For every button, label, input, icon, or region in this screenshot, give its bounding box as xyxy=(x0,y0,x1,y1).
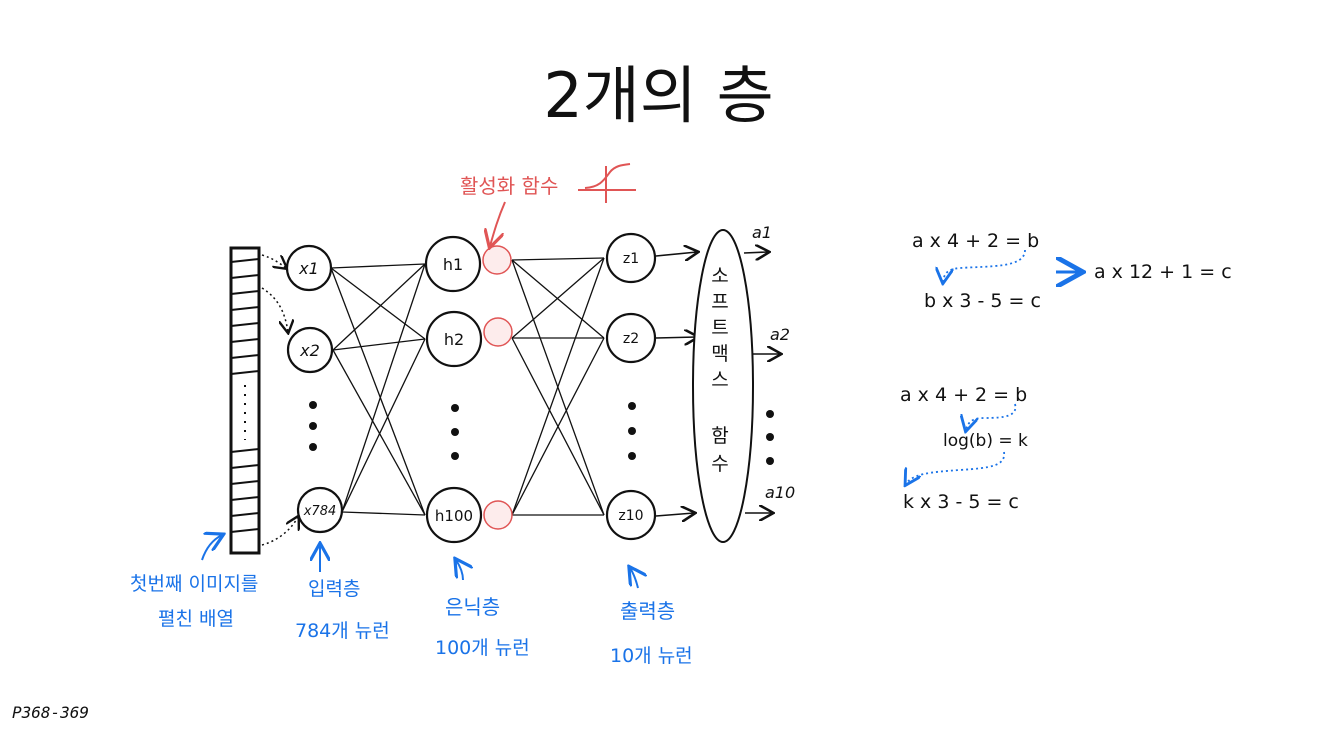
input-layer-count: 784개 뉴런 xyxy=(295,620,390,642)
ellipsis-dots xyxy=(766,410,774,465)
input-node-label: x2 xyxy=(299,341,320,360)
arrow xyxy=(743,252,768,253)
equation: log(b) = k xyxy=(943,431,1028,451)
hidden-node-label: h2 xyxy=(444,330,464,349)
arrow xyxy=(655,337,697,338)
input-node xyxy=(285,244,333,292)
arrow xyxy=(655,513,694,516)
connections-input-hidden xyxy=(330,263,426,516)
output-node-label: z2 xyxy=(623,331,639,347)
dotted-arrow xyxy=(261,254,286,268)
equation: k x 3 - 5 = c xyxy=(903,491,1019,513)
activation-node xyxy=(483,500,513,530)
input-layer-label: 입력층 xyxy=(308,578,360,600)
output-node xyxy=(605,489,657,541)
activation-arrow xyxy=(490,201,506,246)
ellipsis-dots xyxy=(309,401,317,451)
flatten-label: 첫번째 이미지를 xyxy=(130,573,258,595)
up-arrow xyxy=(630,568,638,589)
equation: a x 4 + 2 = b xyxy=(900,384,1027,406)
svg-text:함: 함 xyxy=(711,425,728,447)
input-node xyxy=(286,326,334,374)
softmax-ellipse xyxy=(692,229,754,543)
svg-text:스: 스 xyxy=(711,369,728,391)
arrow xyxy=(655,252,697,256)
equation: b x 3 - 5 = c xyxy=(924,290,1041,312)
ellipsis-dots xyxy=(451,404,459,460)
hidden-node xyxy=(425,310,483,368)
hidden-node xyxy=(424,235,482,293)
output-node xyxy=(605,232,657,284)
dotted-arrow xyxy=(261,287,288,332)
output-layer-label: 출력층 xyxy=(620,599,675,623)
output-node xyxy=(605,312,657,364)
softmax-label: 소 프 트 맥 스 함 수 xyxy=(711,265,728,475)
svg-text:수: 수 xyxy=(711,453,728,475)
activation-node xyxy=(483,317,513,347)
ellipsis-dots xyxy=(628,402,636,460)
hidden-layer-count: 100개 뉴런 xyxy=(435,637,530,659)
hidden-node xyxy=(425,486,483,544)
dotted-arrow xyxy=(906,451,1005,484)
output-a-label: a2 xyxy=(770,325,790,344)
flatten-label: 펼친 배열 xyxy=(158,608,234,630)
output-layer-count: 10개 뉴런 xyxy=(610,645,693,667)
page-reference: P368-369 xyxy=(12,703,90,722)
sigmoid-icon xyxy=(578,163,636,203)
svg-text:프: 프 xyxy=(711,291,728,313)
equation: a x 4 + 2 = b xyxy=(912,230,1039,252)
up-arrow xyxy=(201,535,222,561)
output-a-label: a10 xyxy=(765,483,795,502)
hidden-node-label: h1 xyxy=(443,255,463,274)
activation-node xyxy=(482,245,512,275)
svg-text:트: 트 xyxy=(711,317,728,339)
up-arrow xyxy=(456,560,463,581)
input-node-label: x1 xyxy=(298,259,319,278)
input-node xyxy=(296,486,344,534)
dotted-arrow xyxy=(966,403,1017,430)
activation-function-label: 활성화 함수 xyxy=(460,174,558,198)
flattened-array xyxy=(229,246,261,555)
connections-hidden-output xyxy=(511,257,605,516)
output-a-label: a1 xyxy=(752,223,772,242)
svg-text:소: 소 xyxy=(711,265,728,287)
hidden-layer-label: 은닉층 xyxy=(445,595,500,619)
svg-text:맥: 맥 xyxy=(711,343,728,365)
output-node-label: z10 xyxy=(618,508,643,524)
page-title: 2개의 층 xyxy=(543,59,774,132)
output-node-label: z1 xyxy=(623,251,639,267)
dotted-arrow xyxy=(261,517,298,546)
equation-result: a x 12 + 1 = c xyxy=(1094,261,1232,283)
input-node-label: x784 xyxy=(303,504,337,519)
hidden-node-label: h100 xyxy=(435,507,473,525)
dotted-arrow xyxy=(943,249,1026,282)
